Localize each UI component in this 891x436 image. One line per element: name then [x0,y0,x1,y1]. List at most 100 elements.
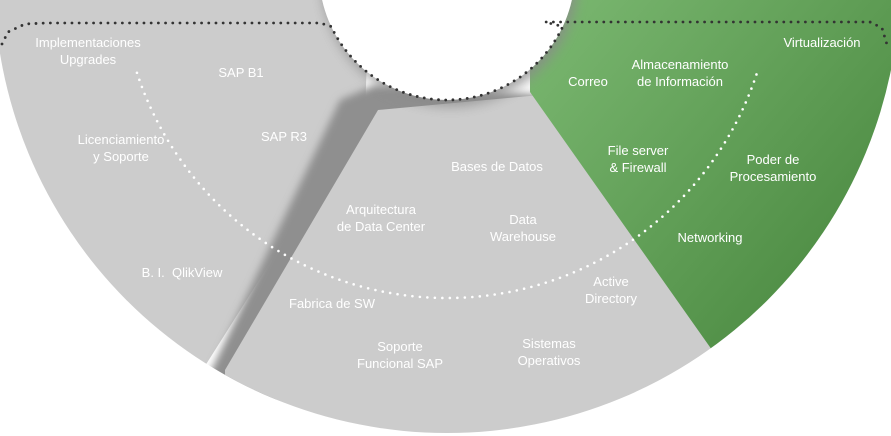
inner-ring-dot [426,296,429,299]
inner-ring-dot [508,290,511,294]
inner-ring-dot [493,293,496,296]
outer-path-dot [48,21,52,25]
outer-path-dot [7,30,11,33]
outer-path-dot [767,20,771,24]
inner-ring-dot [252,233,255,236]
outer-path-dot [14,27,17,30]
inner-ring-dot [179,158,182,161]
outer-path-dot [739,20,742,24]
inner-ring-dot [324,273,327,276]
outer-path-dot [322,22,326,26]
inner-ring-dot [207,193,211,196]
outer-path-dot [753,20,757,24]
inner-ring-dot [682,194,686,198]
inner-ring-dot [192,176,196,179]
outer-path-dot [695,20,699,24]
outer-path-dot [315,21,319,25]
inner-ring-dot [558,276,562,280]
inner-ring-dot [672,205,675,208]
inner-ring-dot [655,220,659,223]
outer-path-dot [465,96,469,100]
outer-path-dot [20,24,24,27]
inner-ring-dot [719,147,723,150]
outer-path-dot [214,21,218,25]
outer-path-dot [135,21,139,25]
inner-ring-dot [411,294,414,298]
inner-ring-dot [500,292,504,295]
outer-path-dot [422,96,426,100]
outer-path-dot [257,21,261,25]
outer-path-dot [178,21,182,25]
inner-ring-dot [197,182,201,185]
outer-path-dot [437,98,440,102]
outer-path-dot [540,56,544,60]
inner-ring-dot [433,296,437,300]
outer-path-dot [868,20,872,24]
label-sap-r3: SAP R3 [260,129,308,144]
inner-ring-dot [403,293,407,297]
outer-path-dot [77,21,81,25]
outer-path-dot [760,20,764,24]
inner-ring-dot [744,101,748,104]
inner-ring-dot [283,253,287,257]
outer-path-dot [344,49,348,52]
inner-ring-dot [612,250,616,254]
outer-path-dot [472,95,476,99]
inner-ring-dot [149,106,152,109]
outer-path-dot [803,20,807,24]
outer-path-dot [847,20,850,24]
label-virtualizacion: Virtualización [783,35,861,50]
outer-path-dot [192,21,196,25]
outer-path-dot [524,71,528,75]
inner-ring-dot [738,114,741,118]
outer-path-dot [796,20,800,24]
inner-ring-dot [388,291,392,295]
outer-path-dot [861,20,865,24]
inner-ring-dot [741,108,744,111]
label-file-server: File server & Firewall [607,143,669,175]
outer-path-dot [149,21,153,25]
inner-ring-dot [478,295,482,298]
inner-ring-dot [162,133,166,136]
outer-path-dot [279,21,283,25]
outer-path-dot [645,20,649,24]
inner-ring-dot [677,199,681,203]
inner-ring-dot [381,290,385,293]
inner-ring-dot [170,145,174,149]
inner-ring-dot [734,121,738,125]
outer-path-dot [659,20,663,24]
outer-path-dot [63,21,67,25]
outer-path-dot [560,26,564,30]
outer-path-dot [839,20,843,24]
outer-path-dot [549,22,553,25]
inner-ring-dot [579,267,583,271]
outer-path-dot [731,20,735,24]
inner-ring-dot [146,99,149,103]
outer-path-dot [228,21,232,25]
inner-ring-dot [303,264,307,267]
outer-path-dot [832,20,836,24]
outer-path-dot [236,21,239,25]
outer-path-dot [518,75,522,79]
outer-path-dot [486,91,490,95]
inner-ring-dot [290,257,293,260]
inner-ring-dot [143,92,146,96]
outer-path-dot [0,42,4,46]
label-fabrica-sw: Fabrica de SW [289,296,375,311]
inner-ring-dot [183,164,187,167]
outer-path-dot [99,21,103,25]
outer-path-dot [336,37,340,41]
label-implementaciones: Implementaciones Upgrades [35,35,141,67]
inner-ring-dot [331,275,334,279]
label-sistemas-operativos: Sistemas Operativos [517,336,581,368]
inner-ring-dot [697,177,701,181]
outer-path-dot [359,64,362,68]
inner-ring-dot [565,273,569,277]
label-active-directory: Active Directory [584,274,638,306]
label-sap-b1: SAP B1 [218,65,264,80]
outer-path-dot [34,22,38,25]
inner-ring-dot [418,295,422,299]
outer-path-dot [587,20,591,24]
outer-path-dot [41,21,45,25]
outer-path-dot [353,59,357,63]
